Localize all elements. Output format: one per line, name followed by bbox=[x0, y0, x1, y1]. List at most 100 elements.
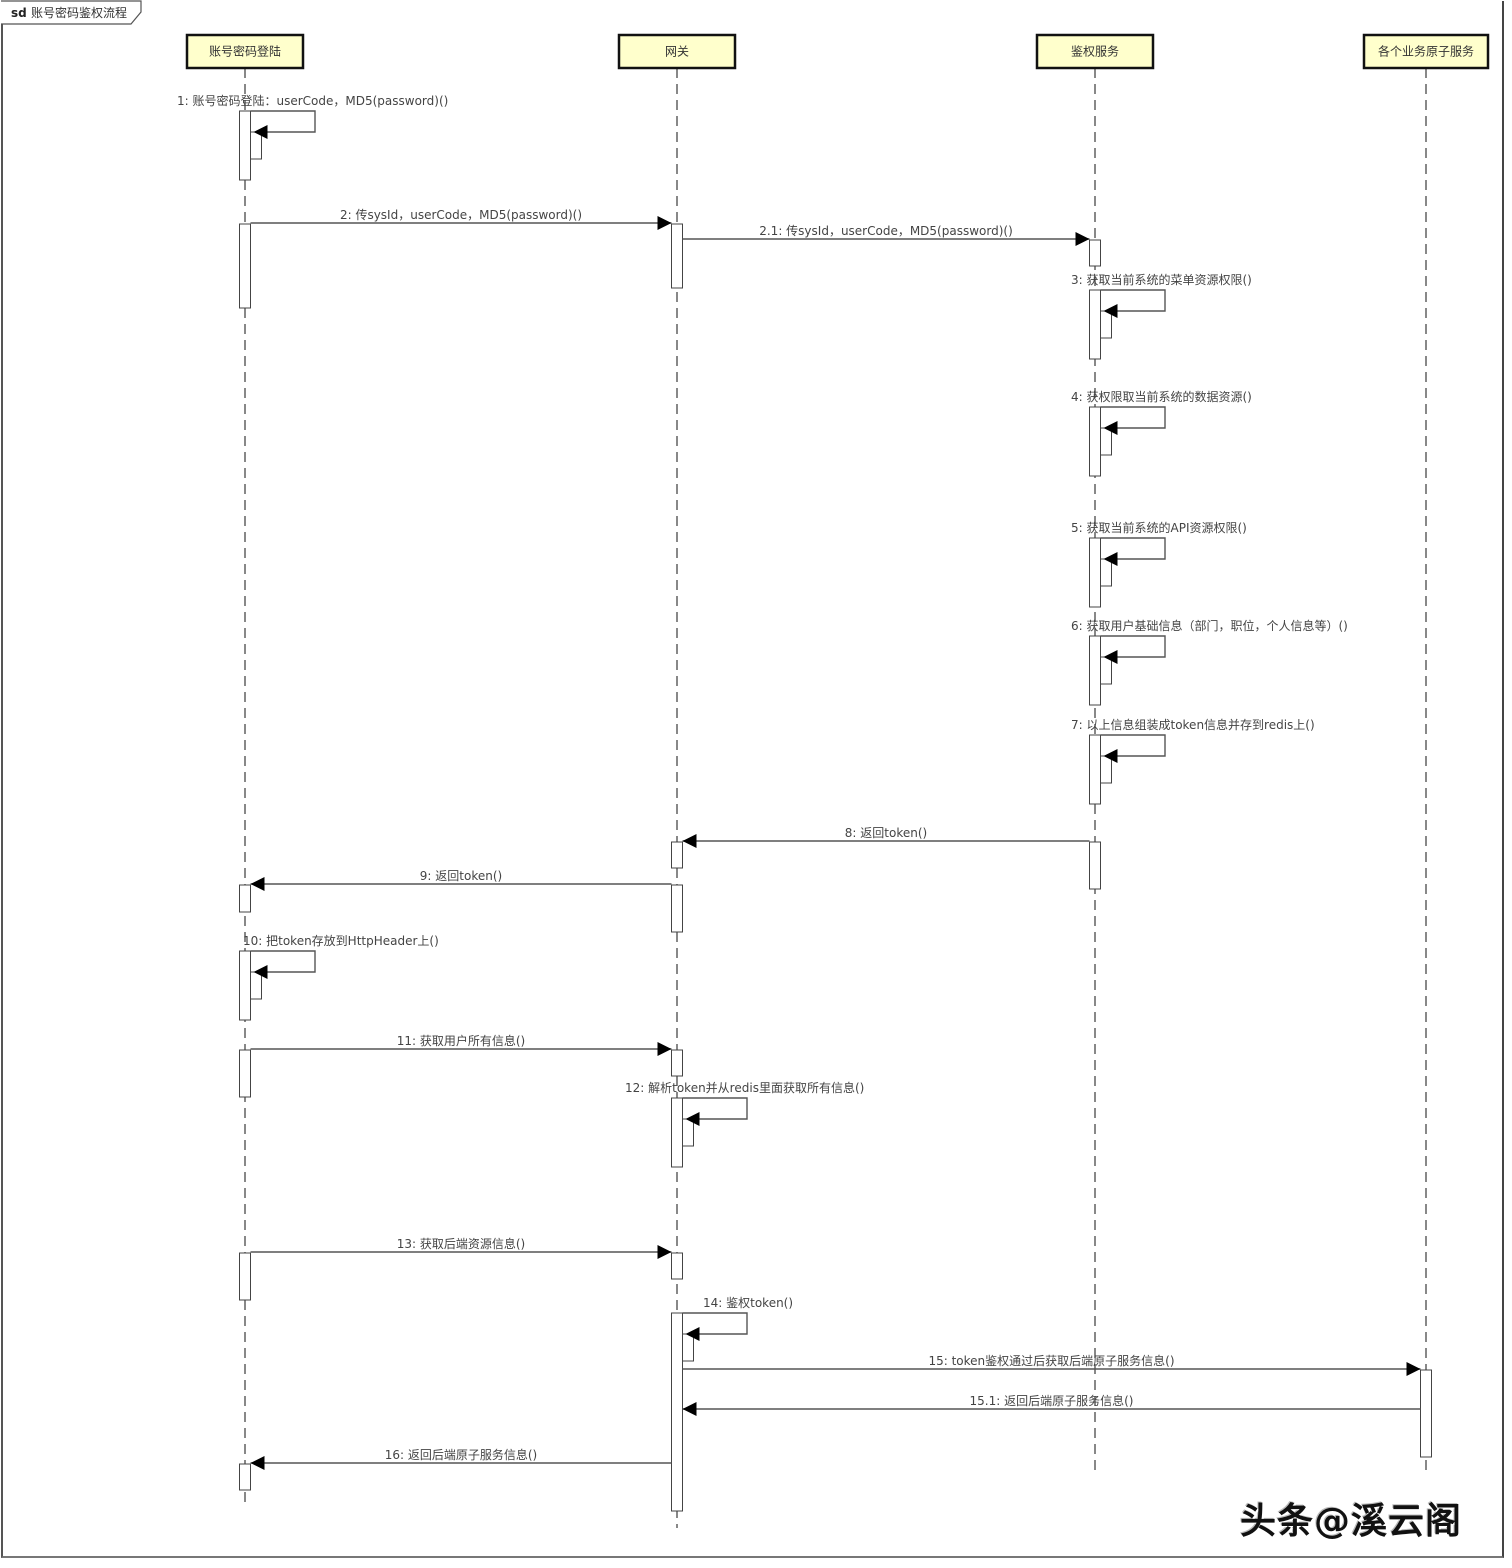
arrow-head-icon bbox=[1103, 552, 1118, 566]
lifeline-login: 账号密码登陆 bbox=[185, 33, 305, 1505]
frame-keyword: sd bbox=[11, 6, 27, 20]
lifeline-gateway: 网关 bbox=[617, 33, 737, 1528]
message-label: 9: 返回token() bbox=[420, 869, 502, 883]
message-5: 5: 获取当前系统的API资源权限() bbox=[1071, 520, 1247, 587]
message-8: 8: 返回token() bbox=[682, 826, 1090, 848]
message-label: 5: 获取当前系统的API资源权限() bbox=[1071, 520, 1247, 535]
message-label: 8: 返回token() bbox=[845, 826, 927, 840]
arrow-head-icon bbox=[1075, 232, 1090, 246]
lifeline-head bbox=[617, 33, 737, 70]
arrow-head-icon bbox=[682, 834, 697, 848]
activation-bar bbox=[671, 1049, 683, 1077]
arrow-head-icon bbox=[685, 1112, 700, 1126]
message-label: 13: 获取后端资源信息() bbox=[397, 1236, 526, 1251]
nested-activation bbox=[1100, 310, 1112, 339]
message-label: 15.1: 返回后端原子服务信息() bbox=[970, 1393, 1134, 1408]
arrow-head-icon bbox=[1103, 304, 1118, 318]
lifeline-head bbox=[185, 33, 305, 70]
message-label: 2: 传sysId，userCode，MD5(password)() bbox=[340, 207, 582, 222]
activation-bar bbox=[1089, 239, 1101, 267]
arrow-head-icon bbox=[657, 216, 672, 230]
lifeline-head bbox=[1362, 33, 1490, 70]
activation-bar bbox=[1089, 734, 1101, 805]
activation-bar bbox=[671, 1312, 683, 1512]
arrow-head-icon bbox=[250, 1456, 265, 1470]
nested-activation bbox=[682, 1118, 694, 1147]
activation-bar bbox=[239, 1049, 251, 1098]
activation-bar bbox=[239, 884, 251, 913]
arrow-head-icon bbox=[253, 965, 268, 979]
nested-activation bbox=[1100, 558, 1112, 587]
message-label: 10: 把token存放到HttpHeader上() bbox=[243, 933, 439, 948]
message-label: 1: 账号密码登陆：userCode，MD5(password)() bbox=[177, 93, 448, 108]
frame-title: 账号密码鉴权流程 bbox=[31, 5, 127, 20]
message-6: 6: 获取用户基础信息（部门，职位，个人信息等）() bbox=[1071, 618, 1348, 685]
lifeline-label: 各个业务原子服务 bbox=[1378, 44, 1474, 59]
message-label: 6: 获取用户基础信息（部门，职位，个人信息等）() bbox=[1071, 618, 1348, 633]
message-label: 3: 获取当前系统的菜单资源权限() bbox=[1071, 272, 1252, 287]
activation-bar bbox=[1089, 841, 1101, 890]
arrow-head-icon bbox=[253, 125, 268, 139]
lifelines: 账号密码登陆 网关 鉴权服务 各个业务原子服务 bbox=[185, 33, 1490, 1528]
message-11: 11: 获取用户所有信息() bbox=[250, 1033, 672, 1056]
arrow-head-icon bbox=[685, 1327, 700, 1341]
nested-activation bbox=[1100, 656, 1112, 685]
arrow-head-icon bbox=[657, 1042, 672, 1056]
message-label: 4: 获权限取当前系统的数据资源() bbox=[1071, 389, 1252, 404]
message-16: 16: 返回后端原子服务信息() bbox=[250, 1447, 672, 1470]
activation-bar bbox=[671, 1097, 683, 1168]
arrow-head-icon bbox=[1103, 650, 1118, 664]
arrow-head-icon bbox=[1103, 421, 1118, 435]
message-label: 16: 返回后端原子服务信息() bbox=[385, 1447, 538, 1462]
frame-title-tab: sd 账号密码鉴权流程 bbox=[1, 0, 142, 25]
activation-bar bbox=[1089, 635, 1101, 706]
message-label: 7: 以上信息组装成token信息并存到redis上() bbox=[1071, 717, 1315, 732]
arrow-head-icon bbox=[682, 1402, 697, 1416]
arrow-head-icon bbox=[1103, 749, 1118, 763]
activation-bar bbox=[239, 1463, 251, 1491]
message-4: 4: 获权限取当前系统的数据资源() bbox=[1071, 389, 1252, 456]
activation-bar bbox=[1089, 289, 1101, 360]
message-3: 3: 获取当前系统的菜单资源权限() bbox=[1071, 272, 1252, 339]
message-label: 12: 解析token并从redis里面获取所有信息() bbox=[625, 1080, 864, 1095]
message-7: 7: 以上信息组装成token信息并存到redis上() bbox=[1071, 717, 1315, 784]
message-15: 15: token鉴权通过后获取后端原子服务信息() bbox=[682, 1353, 1421, 1376]
message-13: 13: 获取后端资源信息() bbox=[250, 1236, 672, 1259]
activation-bar bbox=[239, 1252, 251, 1301]
activation-bar bbox=[239, 950, 251, 1021]
lifeline-label: 账号密码登陆 bbox=[209, 44, 281, 59]
message-label: 2.1: 传sysId，userCode，MD5(password)() bbox=[759, 223, 1013, 238]
message-9: 9: 返回token() bbox=[250, 869, 672, 891]
arrow-head-icon bbox=[250, 877, 265, 891]
message-12: 12: 解析token并从redis里面获取所有信息() bbox=[625, 1080, 864, 1147]
message-label: 15: token鉴权通过后获取后端原子服务信息() bbox=[928, 1353, 1174, 1368]
nested-activation bbox=[250, 131, 262, 160]
lifeline-auth: 鉴权服务 bbox=[1035, 33, 1155, 1475]
activation-bar bbox=[671, 884, 683, 933]
activations bbox=[239, 110, 1432, 1512]
arrow-head-icon bbox=[1406, 1362, 1421, 1376]
nested-activation bbox=[250, 971, 262, 1000]
watermark: 头条@溪云阁 bbox=[1240, 1501, 1463, 1542]
message-2-1: 2.1: 传sysId，userCode，MD5(password)() bbox=[682, 223, 1090, 246]
activation-bar bbox=[671, 223, 683, 289]
message-15-1: 15.1: 返回后端原子服务信息() bbox=[682, 1393, 1421, 1416]
messages: 1: 账号密码登陆：userCode，MD5(password)() 2: 传sy… bbox=[177, 93, 1421, 1470]
message-label: 14: 鉴权token() bbox=[703, 1296, 793, 1310]
nested-activation bbox=[1100, 755, 1112, 784]
activation-bar bbox=[671, 1252, 683, 1280]
lifeline-head bbox=[1035, 33, 1155, 70]
activation-bar bbox=[671, 841, 683, 869]
message-1: 1: 账号密码登陆：userCode，MD5(password)() bbox=[177, 93, 448, 160]
activation-bar bbox=[1089, 406, 1101, 477]
message-label: 11: 获取用户所有信息() bbox=[397, 1033, 526, 1048]
message-14: 14: 鉴权token() bbox=[682, 1296, 793, 1362]
nested-activation bbox=[682, 1333, 694, 1362]
lifeline-label: 鉴权服务 bbox=[1071, 44, 1119, 59]
activation-bar bbox=[239, 223, 251, 309]
nested-activation bbox=[1100, 427, 1112, 456]
activation-bar bbox=[1089, 537, 1101, 608]
activation-bar bbox=[239, 110, 251, 181]
